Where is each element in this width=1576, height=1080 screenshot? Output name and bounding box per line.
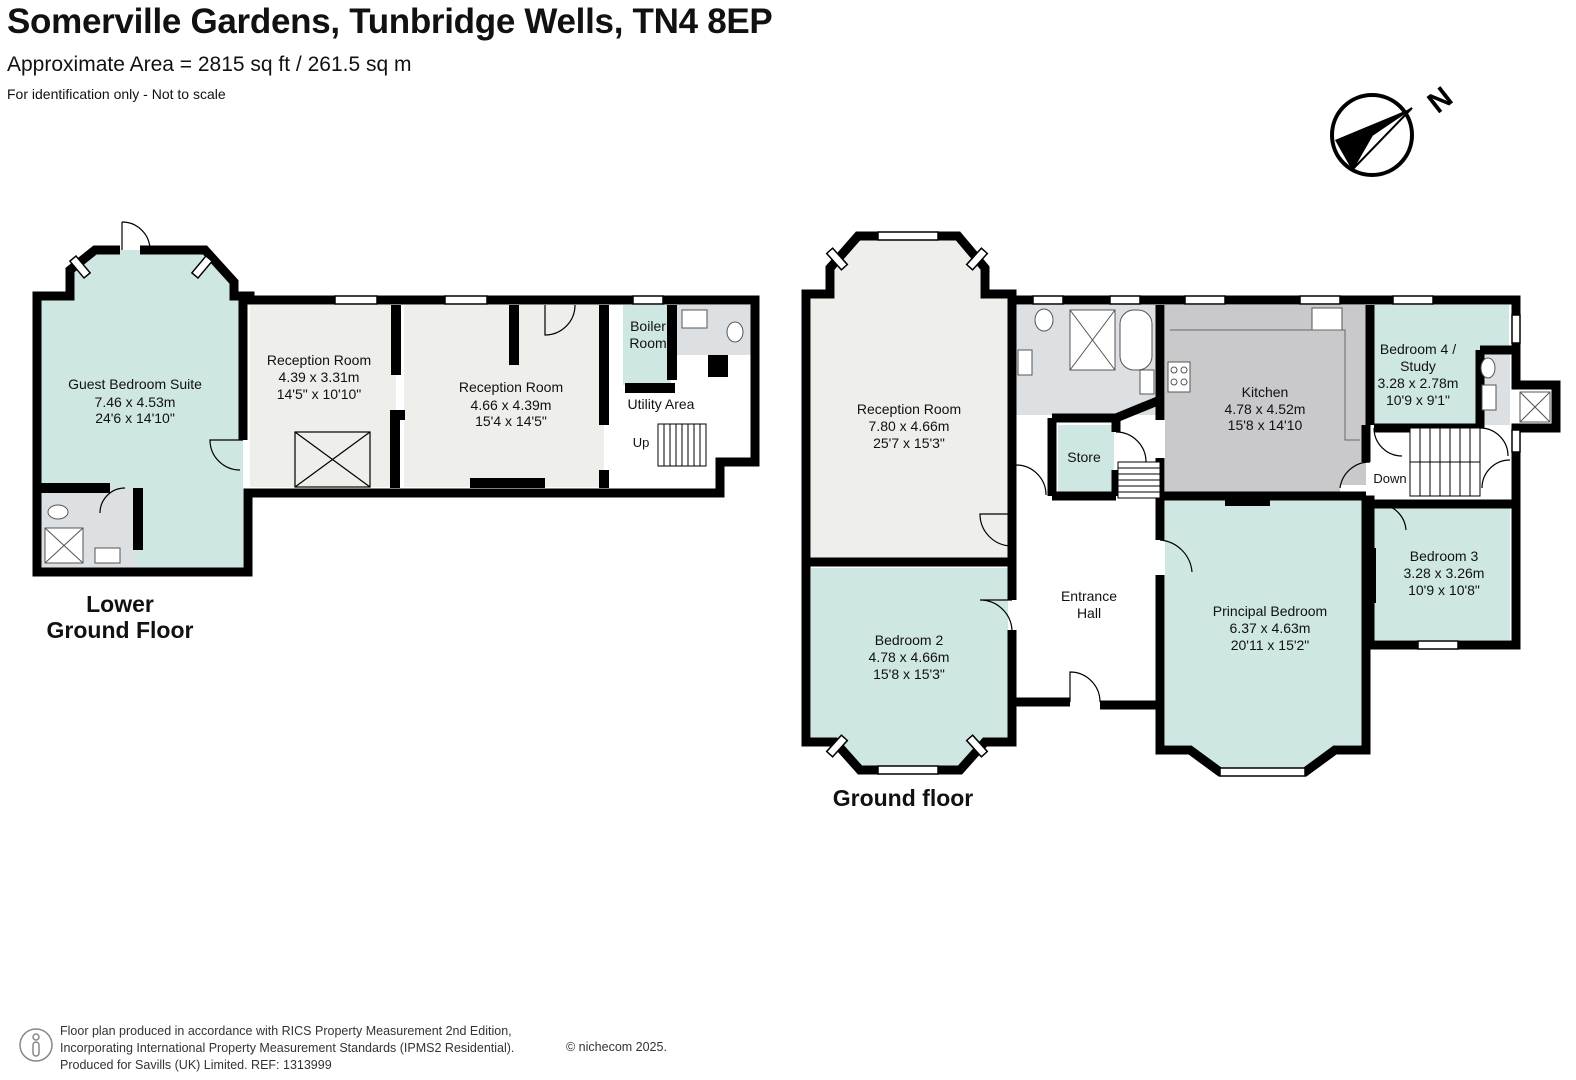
bedroom-2-name: Bedroom 2 [875, 632, 944, 648]
lower-ground-label-1: Lower [86, 591, 154, 617]
ground-floor: Reception Room 7.80 x 4.66m 25'7 x 15'3"… [801, 231, 1561, 811]
kitchen-area [1165, 305, 1366, 492]
footer-notes: Floor plan produced in accordance with R… [60, 1023, 514, 1074]
bedroom-2-metric: 4.78 x 4.66m [869, 649, 950, 665]
store-name: Store [1067, 449, 1101, 465]
reception-1-name: Reception Room [267, 352, 371, 368]
footer-line-1: Floor plan produced in accordance with R… [60, 1024, 512, 1038]
stairs-down-label: Down [1373, 471, 1406, 486]
entrance-hall-name-1: Entrance [1061, 588, 1117, 604]
footer-line-3: Produced for Savills (UK) Limited. REF: … [60, 1058, 332, 1072]
footer-line-2: Incorporating International Property Mea… [60, 1041, 515, 1055]
reception-2-name: Reception Room [459, 379, 563, 395]
bedroom-3-area [1374, 508, 1510, 640]
reception-room-1-area [250, 305, 396, 487]
reception-2-metric: 4.66 x 4.39m [471, 397, 552, 413]
bedroom-4-name-1: Bedroom 4 / [1380, 341, 1456, 357]
stairs-up-label: Up [633, 435, 650, 450]
info-person-icon [19, 1028, 53, 1062]
bedroom-3-imperial: 10'9 x 10'8" [1408, 582, 1480, 598]
guest-bedroom-metric: 7.46 x 4.53m [95, 394, 176, 410]
entrance-hall-area [1016, 500, 1158, 700]
approximate-area: Approximate Area = 2815 sq ft / 261.5 sq… [7, 53, 412, 76]
boiler-room-area [623, 305, 671, 385]
store-area [1058, 425, 1114, 493]
compass-label: N [1422, 81, 1459, 120]
copyright: © nichecom 2025. [566, 1040, 667, 1054]
reception-1-metric: 4.39 x 3.31m [279, 369, 360, 385]
utility-area-name: Utility Area [628, 396, 695, 412]
reception-2-imperial: 15'4 x 14'5" [475, 413, 547, 429]
lower-ground-label-2: Ground Floor [47, 617, 194, 643]
reception-1-imperial: 14'5" x 10'10" [277, 386, 362, 402]
bedroom-2-area [811, 568, 1008, 766]
bedroom-3-name: Bedroom 3 [1410, 548, 1479, 564]
boiler-room-name-1: Boiler [630, 318, 666, 334]
north-arrow-icon: N [1330, 81, 1459, 177]
guest-bedroom-name: Guest Bedroom Suite [68, 376, 202, 392]
bedroom-4-metric: 3.28 x 2.78m [1378, 375, 1459, 391]
boiler-room-name-2: Room [629, 335, 666, 351]
entrance-hall-name-2: Hall [1077, 605, 1101, 621]
ground-floor-label: Ground floor [833, 785, 974, 811]
kitchen-metric: 4.78 x 4.52m [1225, 401, 1306, 417]
reception-room-2-area [404, 305, 604, 487]
principal-bedroom-name: Principal Bedroom [1213, 603, 1327, 619]
bedroom-4-name-2: Study [1400, 358, 1436, 374]
guest-bedroom-imperial: 24'6 x 14'10" [95, 410, 175, 426]
bedroom-4-imperial: 10'9 x 9'1" [1386, 392, 1450, 408]
reception-room-area [811, 240, 1008, 560]
bedroom-3-metric: 3.28 x 3.26m [1404, 565, 1485, 581]
lower-ground-floor: Guest Bedroom Suite 7.46 x 4.53m 24'6 x … [32, 221, 760, 643]
principal-bedroom-metric: 6.37 x 4.63m [1230, 620, 1311, 636]
principal-bedroom-area [1165, 500, 1362, 768]
plan-title: Somerville Gardens, Tunbridge Wells, TN4… [7, 2, 773, 41]
bedroom-2-imperial: 15'8 x 15'3" [873, 666, 945, 682]
gf-reception-imperial: 25'7 x 15'3" [873, 435, 945, 451]
kitchen-imperial: 15'8 x 14'10 [1228, 417, 1303, 433]
principal-bedroom-imperial: 20'11 x 15'2" [1231, 637, 1310, 653]
kitchen-name: Kitchen [1242, 384, 1289, 400]
gf-reception-metric: 7.80 x 4.66m [869, 418, 950, 434]
gf-reception-name: Reception Room [857, 401, 961, 417]
disclaimer-note: For identification only - Not to scale [7, 86, 226, 102]
